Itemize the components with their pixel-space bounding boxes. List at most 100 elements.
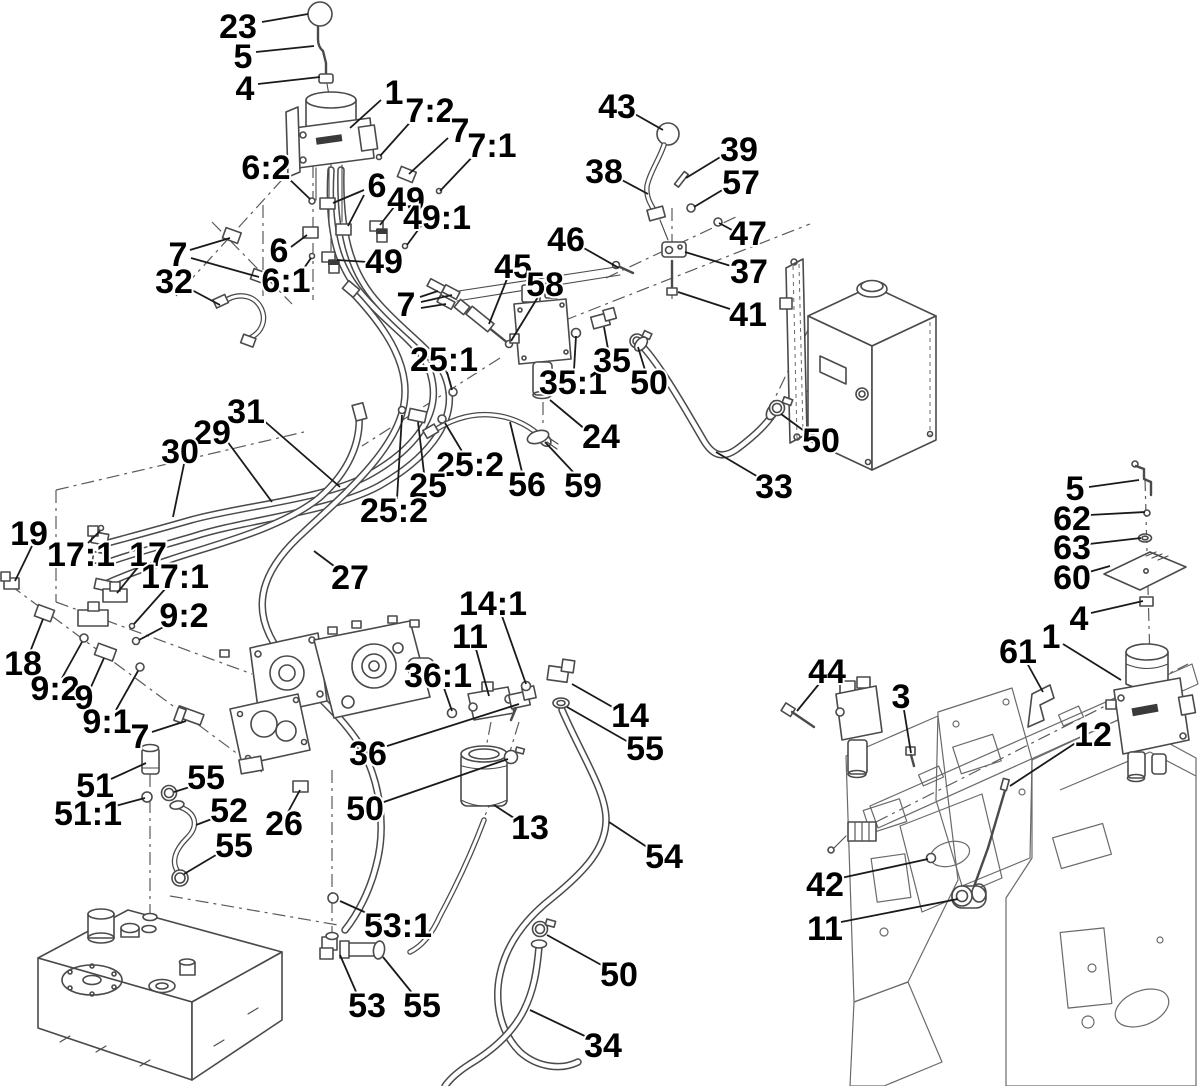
callout-25:1-27: 25:1 <box>410 341 478 379</box>
callout-61-79: 61 <box>999 633 1037 671</box>
leader-line-32 <box>189 288 221 306</box>
leader-line-25:1 <box>446 371 453 391</box>
leader-line-7 <box>420 303 447 309</box>
callout-25:2-32: 25:2 <box>436 446 504 484</box>
leader-line-7 <box>420 294 453 303</box>
leader-line-1 <box>1062 643 1122 681</box>
leader-line-17 <box>116 565 140 594</box>
callout-52-54: 52 <box>210 792 248 830</box>
leader-line-55 <box>566 706 631 744</box>
leader-line-45 <box>488 278 508 325</box>
callout-4-2: 4 <box>236 70 255 108</box>
callout-25:2-36: 25:2 <box>360 492 428 530</box>
callout-7-11: 7 <box>169 236 188 274</box>
callout-39-17: 39 <box>720 131 758 169</box>
callout-14:1-59: 14:1 <box>459 585 527 623</box>
callout-55-68: 55 <box>403 987 441 1025</box>
callout-7:1-6: 7:1 <box>467 127 516 165</box>
leader-line-57 <box>693 188 725 208</box>
leader-line-55 <box>173 784 197 793</box>
callout-49-15: 49 <box>365 243 403 281</box>
callout-45-24: 45 <box>494 248 532 286</box>
leader-line-17:1 <box>133 587 167 625</box>
callout-19-41: 19 <box>10 515 48 553</box>
leader-line-58 <box>510 296 539 342</box>
callout-6-8: 6 <box>368 167 387 205</box>
callout-23-0: 23 <box>219 8 257 46</box>
callout-7-5: 7 <box>451 112 470 150</box>
callout-51-51: 51 <box>76 767 114 805</box>
callout-35:1-28: 35:1 <box>539 364 607 402</box>
leader-line-14:1 <box>501 615 527 685</box>
callout-55-52: 55 <box>187 759 225 797</box>
leader-line-39 <box>685 155 723 179</box>
callout-27-40: 27 <box>331 559 369 597</box>
breather-and-tank-plumbing <box>140 743 309 887</box>
callout-36:1-57: 36:1 <box>404 657 472 695</box>
leader-line-7:1 <box>439 151 478 192</box>
leader-line-60 <box>1088 565 1111 573</box>
callout-54-65: 54 <box>645 838 683 876</box>
leader-line-25 <box>417 421 425 474</box>
leader-line-50 <box>380 758 509 804</box>
leader-line-55 <box>183 851 222 875</box>
callout-9:2-47: 9:2 <box>30 670 79 708</box>
leader-line-4 <box>1090 600 1144 614</box>
leader-line-36:1 <box>443 687 453 712</box>
callout-18-46: 18 <box>4 645 42 683</box>
hydraulic-pump-assembly <box>219 615 435 775</box>
leader-line-50 <box>780 413 808 434</box>
leader-line-9:1 <box>115 670 139 711</box>
leader-line-55 <box>382 956 414 995</box>
leader-line-33 <box>715 451 761 479</box>
callout-62-74: 62 <box>1053 500 1091 538</box>
leader-line-7:2 <box>379 117 415 157</box>
callout-49-9: 49 <box>387 181 425 219</box>
callout-47-21: 47 <box>729 215 767 253</box>
callout-1-3: 1 <box>385 74 404 112</box>
leader-line-51:1 <box>107 797 146 809</box>
leader-line-14 <box>571 683 617 710</box>
leader-line-1 <box>349 99 382 129</box>
callout-31-37: 31 <box>227 393 265 431</box>
callout-49:1-10: 49:1 <box>403 199 471 237</box>
leader-line-7 <box>151 720 187 733</box>
leader-line-52 <box>195 816 218 826</box>
callout-7-50: 7 <box>131 718 150 756</box>
callout-50-69: 50 <box>600 956 638 994</box>
leader-line-43 <box>632 112 664 131</box>
callout-30-39: 30 <box>161 433 199 471</box>
callout-60-76: 60 <box>1053 559 1091 597</box>
callout-6:2-7: 6:2 <box>241 149 290 187</box>
callout-55-55: 55 <box>215 827 253 865</box>
leader-line-35:1 <box>573 335 577 371</box>
drain-elbow-group <box>319 892 557 960</box>
callout-9:2-45: 9:2 <box>159 597 208 635</box>
callout-38-18: 38 <box>585 153 623 191</box>
oil-cooler <box>633 258 937 471</box>
callout-56-33: 56 <box>508 466 546 504</box>
callout-17-43: 17 <box>129 536 167 574</box>
leader-line-19 <box>14 545 33 582</box>
leader-line-31 <box>261 418 341 488</box>
leader-line-53:1 <box>339 900 381 920</box>
callout-24-31: 24 <box>582 418 620 456</box>
callout-7-26: 7 <box>397 286 416 324</box>
callout-14-60: 14 <box>611 697 649 735</box>
leader-line-6:1 <box>299 257 312 275</box>
leader-line-23 <box>261 13 309 23</box>
leader-line-9:2 <box>61 641 83 679</box>
callout-51:1-53: 51:1 <box>54 795 122 833</box>
hydraulic-tank <box>37 908 283 1081</box>
leader-line-5 <box>1088 479 1140 488</box>
callout-17:1-42: 17:1 <box>47 536 115 574</box>
leader-line-41 <box>677 291 731 310</box>
callout-50-30: 50 <box>630 364 668 402</box>
leader-line-38 <box>619 178 649 195</box>
auxiliary-valve-assembly <box>397 266 653 450</box>
leader-line-47 <box>718 222 733 231</box>
leader-line-5 <box>255 45 315 53</box>
leader-line-49 <box>336 259 369 263</box>
